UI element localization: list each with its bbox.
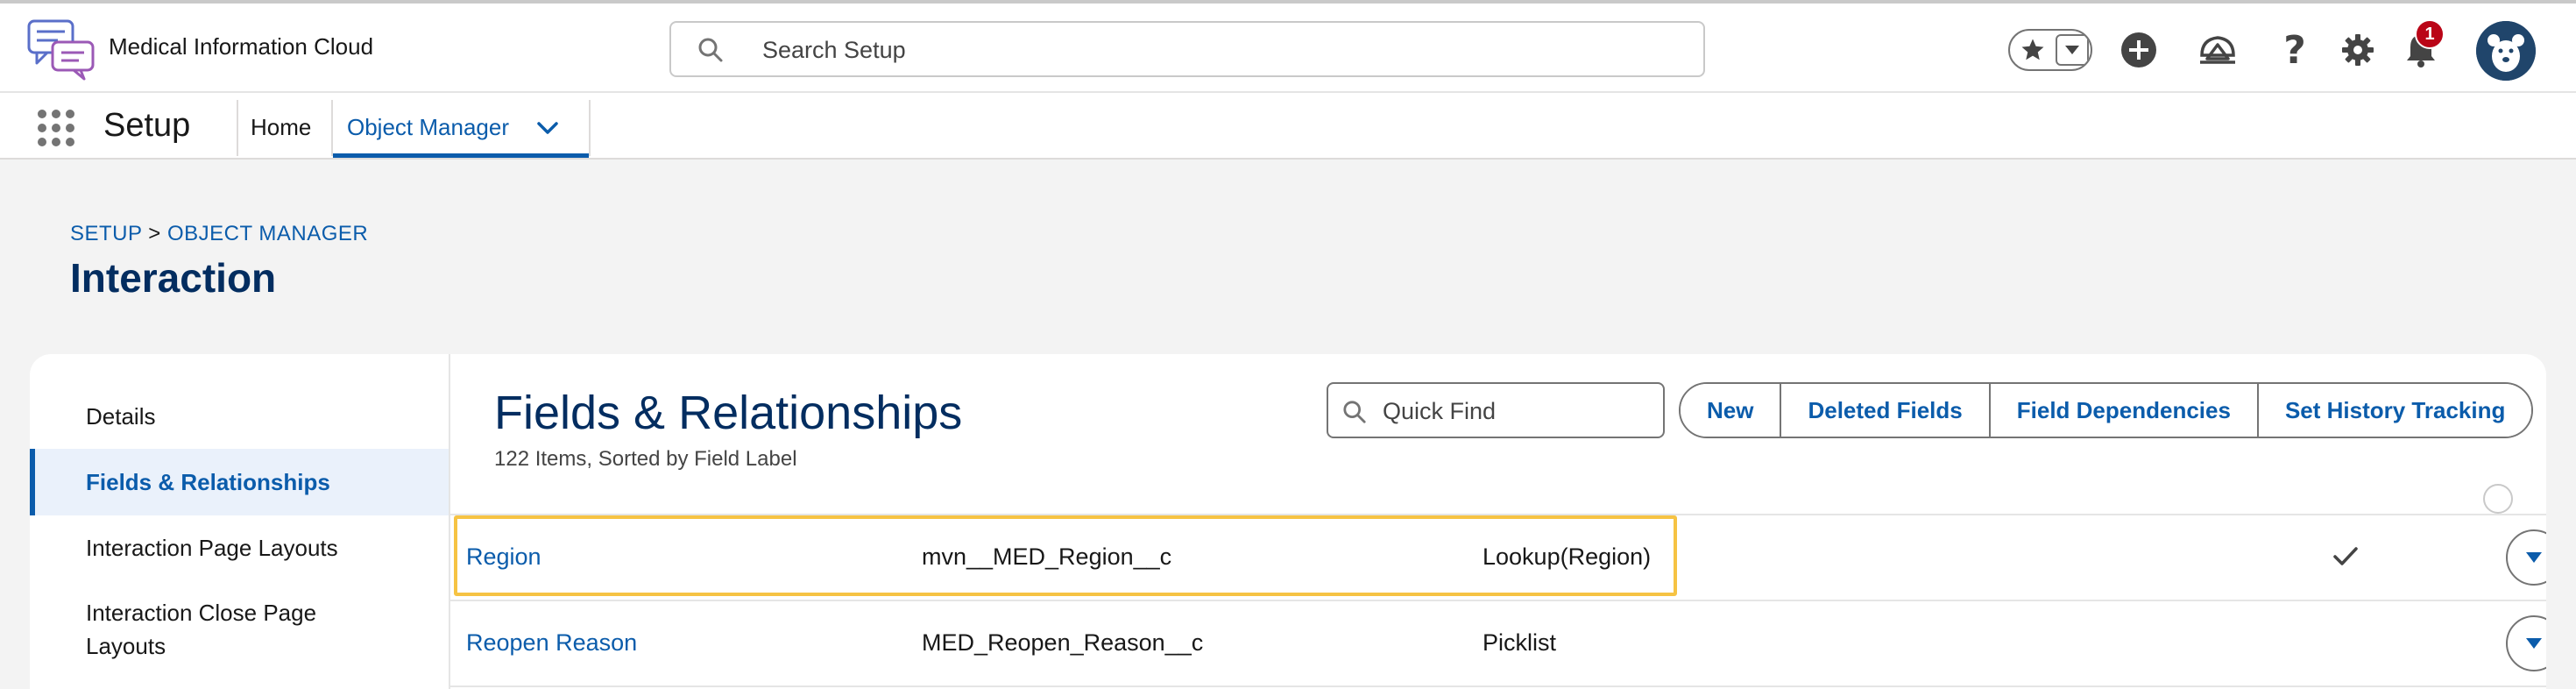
setup-search[interactable]: [669, 21, 1705, 77]
page-title: Interaction: [70, 255, 277, 301]
highlighted-row-outline: [454, 515, 1677, 596]
tab-home[interactable]: Home: [251, 114, 312, 140]
tab-object-manager[interactable]: Object Manager: [333, 100, 589, 158]
setup-search-input[interactable]: [762, 33, 1638, 67]
trailhead-icon[interactable]: [2197, 30, 2238, 70]
logo-chat-icon[interactable]: [26, 18, 98, 81]
sidebar-item-fields-relationships[interactable]: Fields & Relationships: [30, 449, 449, 515]
table-row: Reopen Reason MED_Reopen_Reason__c Pickl…: [450, 601, 2546, 687]
table-divider: [450, 514, 2546, 515]
search-icon: [1343, 401, 1366, 423]
table-row: Region mvn__MED_Region__c Lookup(Region): [450, 515, 2546, 601]
field-api-name: mvn__MED_Region__c: [922, 543, 1172, 570]
object-sidebar: Details Fields & Relationships Interacti…: [30, 354, 449, 689]
chevron-down-icon[interactable]: [536, 121, 559, 137]
field-type: Lookup(Region): [1483, 543, 1652, 570]
field-api-name: MED_Reopen_Reason__c: [922, 629, 1204, 656]
breadcrumb-separator: >: [148, 222, 161, 245]
tab-object-manager-label: Object Manager: [347, 114, 509, 140]
breadcrumb-object-manager[interactable]: OBJECT MANAGER: [166, 222, 369, 245]
avatar[interactable]: [2476, 21, 2536, 81]
favorites-group[interactable]: [2008, 29, 2092, 71]
nav-divider: [237, 100, 238, 156]
field-actions: New Deleted Fields Field Dependencies Se…: [1679, 382, 2534, 438]
field-label-link[interactable]: Reopen Reason: [466, 629, 638, 656]
quick-find[interactable]: [1327, 382, 1665, 438]
add-icon[interactable]: [2119, 30, 2159, 70]
fields-panel: Fields & Relationships 122 Items, Sorted…: [449, 354, 2546, 689]
app-launcher-icon[interactable]: [37, 109, 75, 147]
gear-icon[interactable]: [2338, 30, 2378, 70]
context-nav: Setup Home Object Manager: [0, 93, 2576, 160]
quick-find-input[interactable]: [1383, 396, 1645, 426]
breadcrumb-setup[interactable]: SETUP: [70, 222, 143, 245]
object-detail-card: Details Fields & Relationships Interacti…: [30, 354, 2546, 689]
help-icon[interactable]: ?: [2283, 27, 2306, 73]
field-label-link[interactable]: Region: [466, 543, 541, 570]
items-count: 122 Items, Sorted by Field Label: [494, 447, 797, 471]
row-action-menu[interactable]: [2506, 615, 2546, 671]
row-action-partial: [2483, 484, 2513, 514]
nav-divider: [589, 100, 591, 156]
set-history-tracking-button[interactable]: Set History Tracking: [2256, 384, 2532, 437]
section-title: Fields & Relationships: [494, 387, 963, 439]
brand-name: Medical Information Cloud: [109, 33, 374, 60]
search-icon: [698, 38, 723, 62]
sidebar-item-details[interactable]: Details: [86, 403, 156, 430]
breadcrumb: SETUP > OBJECT MANAGER: [70, 222, 368, 246]
row-action-menu[interactable]: [2506, 529, 2546, 586]
deleted-fields-button[interactable]: Deleted Fields: [1780, 384, 1989, 437]
sidebar-item-close-page-layouts[interactable]: Interaction Close Page Layouts: [86, 600, 317, 659]
checkmark-icon: [2333, 547, 2358, 565]
app-name: Setup: [103, 107, 191, 144]
star-icon[interactable]: [2010, 31, 2056, 69]
global-header: Medical Information Cloud ?: [0, 0, 2576, 93]
notification-badge: 1: [2415, 19, 2445, 49]
new-button[interactable]: New: [1681, 384, 1780, 437]
chevron-down-icon: [2526, 638, 2542, 649]
sidebar-item-page-layouts[interactable]: Interaction Page Layouts: [86, 535, 338, 561]
field-dependencies-button[interactable]: Field Dependencies: [1988, 384, 2257, 437]
nav-divider: [331, 100, 333, 156]
field-type: Picklist: [1483, 629, 1557, 656]
favorites-dropdown-icon[interactable]: [2056, 34, 2089, 66]
chevron-down-icon: [2526, 552, 2542, 563]
